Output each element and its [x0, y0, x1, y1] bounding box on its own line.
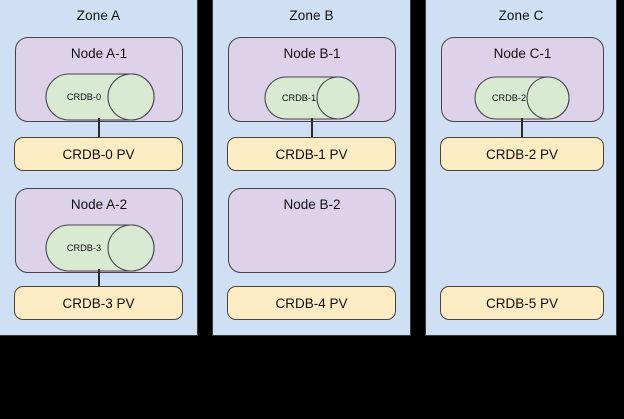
node-c-1-title: Node C-1 — [493, 46, 552, 61]
node-b-2[interactable]: Node B-2 — [228, 188, 396, 273]
connector-crdb-0 — [98, 118, 100, 140]
pod-crdb-3[interactable]: CRDB-3 — [45, 224, 155, 272]
node-a-2-title: Node A-2 — [70, 197, 128, 212]
zone-a-title: Zone A — [76, 8, 121, 23]
pv-crdb-3-label: CRDB-3 PV — [62, 295, 135, 311]
connector-crdb-3 — [98, 269, 100, 289]
cylinder-shape — [474, 76, 570, 120]
zone-b-title: Zone B — [289, 8, 334, 23]
node-b-1-title: Node B-1 — [283, 46, 341, 61]
zone-panel-b: Zone B Node B-1 CRDB-1 CRDB-1 PV Node B-… — [212, 0, 411, 336]
cylinder-shape — [45, 224, 155, 272]
pod-crdb-0[interactable]: CRDB-0 — [45, 73, 155, 121]
pv-crdb-0[interactable]: CRDB-0 PV — [14, 137, 183, 171]
zone-panel-a: Zone A Node A-1 CRDB-0 CRDB-0 PV Node A-… — [0, 0, 198, 336]
pv-crdb-2-label: CRDB-2 PV — [485, 146, 558, 162]
connector-crdb-2 — [521, 118, 523, 140]
pv-crdb-5[interactable]: CRDB-5 PV — [440, 286, 604, 320]
cylinder-shape — [264, 76, 360, 120]
zone-c-title: Zone C — [498, 8, 544, 23]
pv-crdb-4-label: CRDB-4 PV — [275, 295, 348, 311]
pv-crdb-5-label: CRDB-5 PV — [485, 295, 558, 311]
pv-crdb-1-label: CRDB-1 PV — [275, 146, 348, 162]
node-b-2-title: Node B-2 — [283, 197, 341, 212]
pv-crdb-3[interactable]: CRDB-3 PV — [14, 286, 183, 320]
node-a-1-title: Node A-1 — [70, 46, 128, 61]
pod-crdb-1[interactable]: CRDB-1 — [264, 76, 360, 120]
cylinder-shape — [45, 73, 155, 121]
pod-crdb-2[interactable]: CRDB-2 — [474, 76, 570, 120]
pv-crdb-1[interactable]: CRDB-1 PV — [227, 137, 396, 171]
zone-panel-c: Zone C Node C-1 CRDB-2 CRDB-2 PV CRDB-5 … — [425, 0, 617, 336]
connector-crdb-1 — [311, 118, 313, 140]
pv-crdb-4[interactable]: CRDB-4 PV — [227, 286, 396, 320]
pv-crdb-2[interactable]: CRDB-2 PV — [440, 137, 604, 171]
pv-crdb-0-label: CRDB-0 PV — [62, 146, 135, 162]
